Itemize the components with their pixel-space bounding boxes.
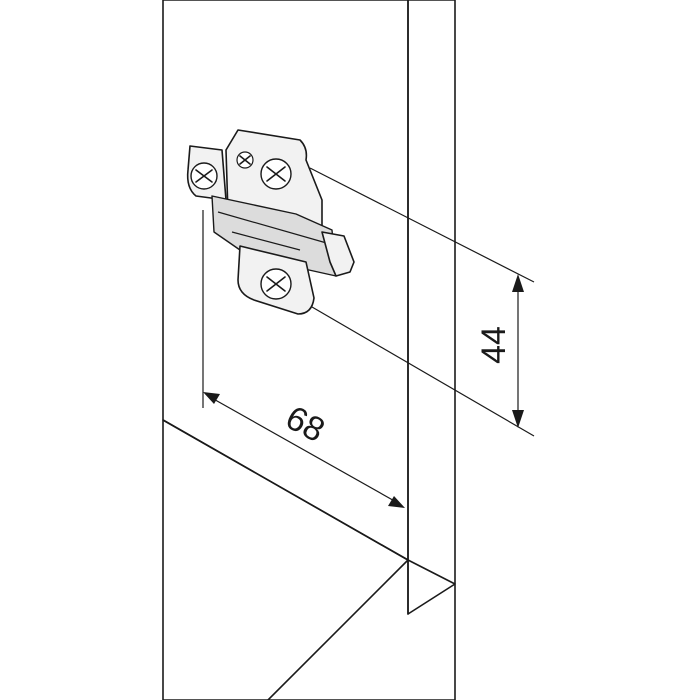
mounting-plate-icon bbox=[186, 129, 355, 315]
cabinet-bottom-panel bbox=[162, 419, 456, 700]
plate-front-tab bbox=[321, 231, 355, 277]
screw-icon bbox=[236, 151, 254, 169]
arrow-right-icon bbox=[388, 496, 405, 508]
dimension-68: 68 bbox=[203, 392, 405, 508]
arrow-left-icon bbox=[203, 392, 220, 404]
dimension-line-horizontal bbox=[209, 396, 399, 504]
arrow-down-icon bbox=[512, 410, 524, 428]
screw-icon bbox=[260, 158, 292, 190]
rail-groove bbox=[217, 211, 331, 245]
dimension-label-horizontal: 68 bbox=[280, 399, 331, 450]
screw-icon bbox=[190, 162, 218, 190]
dimension-44: 44 bbox=[475, 274, 524, 428]
extension-line-top bbox=[309, 167, 535, 283]
bottom-panel-inner-edge bbox=[267, 559, 409, 700]
extension-line-bottom bbox=[299, 299, 535, 437]
arrow-up-icon bbox=[512, 274, 524, 292]
screw-icon bbox=[260, 268, 292, 300]
plate-center-rail bbox=[211, 195, 337, 277]
rail-groove-2 bbox=[231, 231, 301, 251]
dimension-label-vertical: 44 bbox=[475, 326, 513, 364]
cabinet-front-edge bbox=[407, 0, 456, 615]
